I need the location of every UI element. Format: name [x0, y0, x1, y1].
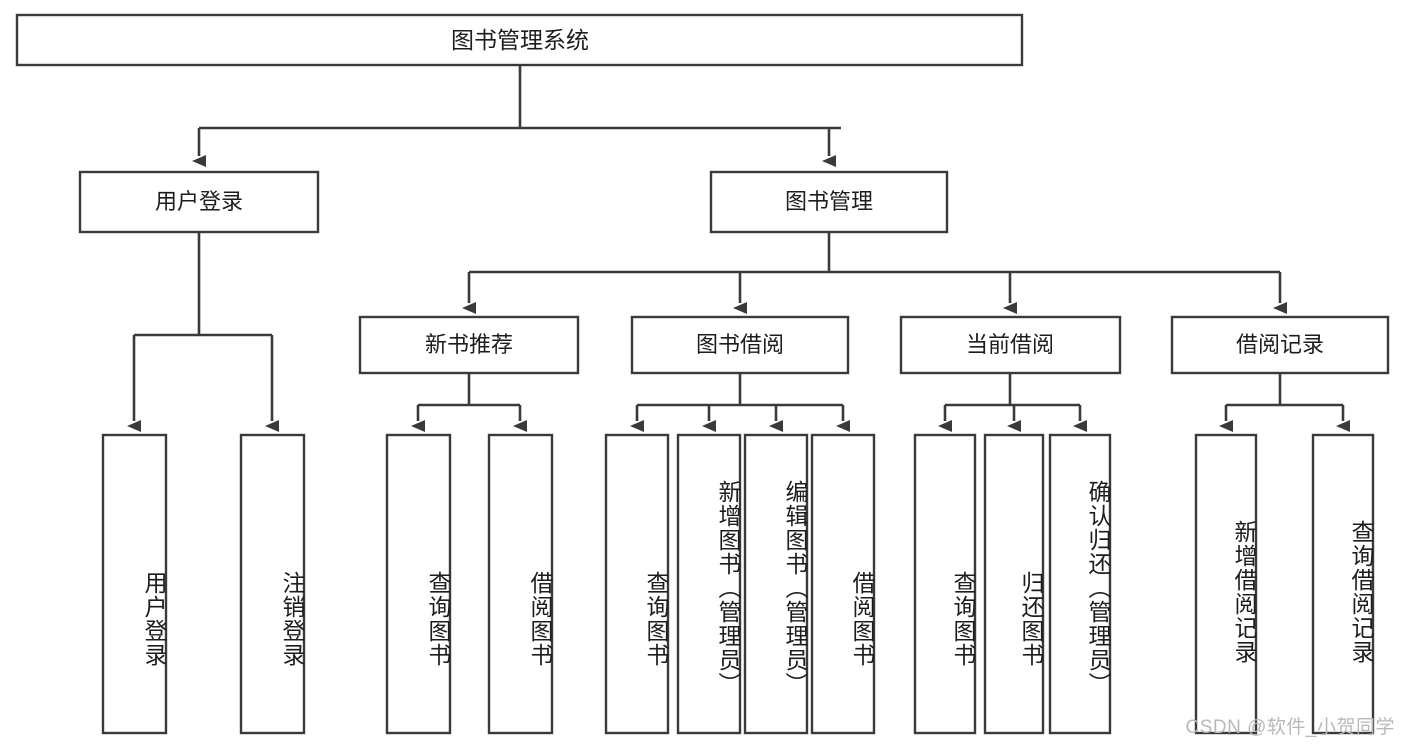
node-root-label: 图书管理系统: [451, 27, 589, 53]
node-book-borrow-label: 图书借阅: [696, 332, 784, 357]
connector-current-to-leaves: [938, 373, 1087, 432]
leaf-box-query-book-2[interactable]: [604, 433, 670, 735]
leaf-box-user-login[interactable]: [101, 433, 168, 735]
node-book-management[interactable]: [709, 170, 949, 234]
connector-userlogin-to-leaves: [127, 232, 279, 432]
leaf-box-confirm-return[interactable]: [1048, 433, 1112, 735]
leaf-box-logout[interactable]: [239, 433, 306, 735]
leaf-box-add-book[interactable]: [676, 433, 742, 735]
node-user-login-label: 用户登录: [155, 189, 243, 214]
connector-newbook-to-leaves: [411, 373, 527, 432]
leaf-box-query-book-1[interactable]: [385, 433, 452, 735]
node-book-borrow[interactable]: [630, 315, 850, 375]
connector-root-to-level1: [192, 65, 841, 167]
leaf-box-add-record[interactable]: [1194, 433, 1258, 735]
connector-record-to-leaves: [1219, 373, 1350, 432]
node-current-borrow[interactable]: [899, 315, 1122, 375]
node-user-login[interactable]: [78, 170, 320, 234]
csdn-watermark: CSDN @软件_小贺同学: [1185, 717, 1395, 738]
leaf-box-return-book[interactable]: [983, 433, 1045, 735]
node-new-book-recommend-label: 新书推荐: [425, 332, 513, 357]
leaf-box-query-record[interactable]: [1311, 433, 1375, 735]
node-book-management-label: 图书管理: [785, 189, 873, 214]
node-root[interactable]: [15, 13, 1024, 67]
node-new-book-recommend[interactable]: [358, 315, 580, 375]
node-current-borrow-label: 当前借阅: [966, 332, 1054, 357]
leaf-box-borrow-book-2[interactable]: [810, 433, 876, 735]
node-borrow-record-label: 借阅记录: [1236, 332, 1324, 357]
node-borrow-record[interactable]: [1170, 315, 1390, 375]
connector-bookmgmt-to-categories: [462, 232, 1287, 314]
leaf-box-query-book-3[interactable]: [913, 433, 977, 735]
connector-borrow-to-leaves: [630, 373, 850, 432]
leaf-box-borrow-book-1[interactable]: [487, 433, 554, 735]
leaf-box-edit-book[interactable]: [743, 433, 809, 735]
